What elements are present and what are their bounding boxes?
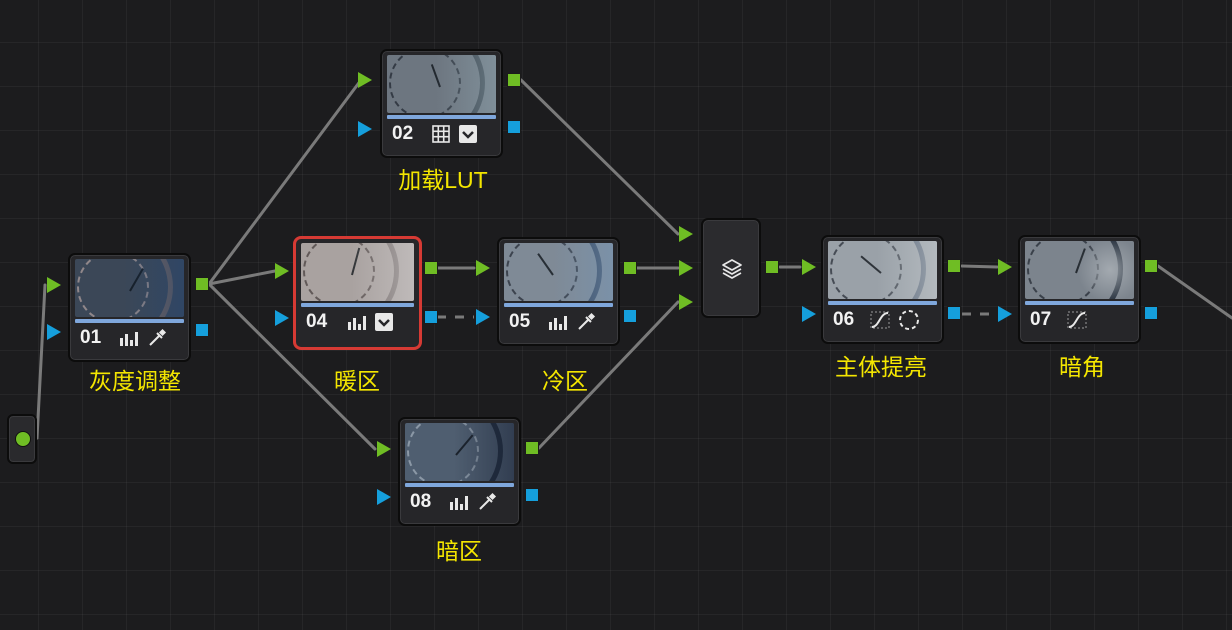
node-06-bar — [828, 301, 937, 305]
wire-02-mixer — [519, 78, 680, 236]
wire-01-02 — [207, 78, 363, 286]
mixer-output[interactable] — [765, 260, 779, 274]
node-02-output-rgb[interactable] — [507, 73, 521, 87]
node-05-thumbnail — [504, 243, 613, 301]
node-01-bar — [75, 319, 184, 323]
node-08-label: 暗区 — [436, 538, 482, 564]
node-06-label: 主体提亮 — [835, 354, 927, 380]
checkbox-icon — [457, 123, 479, 145]
node-07-output-rgb[interactable] — [1144, 259, 1158, 273]
node-05-bar — [504, 303, 613, 307]
wire-06-07 — [960, 264, 999, 269]
eyedropper-icon — [146, 327, 168, 349]
mixer-input-1[interactable] — [679, 226, 693, 242]
node-01[interactable]: 01 — [68, 253, 191, 362]
node-07-bar — [1025, 301, 1134, 305]
node-07-label: 暗角 — [1059, 354, 1105, 380]
checkbox-icon — [373, 311, 395, 333]
node-01-input-rgb[interactable] — [47, 277, 61, 293]
node-08-input-key[interactable] — [377, 489, 391, 505]
node-05-output-key[interactable] — [623, 309, 637, 323]
wire-source-01 — [35, 283, 47, 440]
curve-icon — [1066, 309, 1088, 331]
node-06-output-rgb[interactable] — [947, 259, 961, 273]
mixer-input-2[interactable] — [679, 260, 693, 276]
layer-mixer-icon — [720, 257, 744, 281]
node-06-input-key[interactable] — [802, 306, 816, 322]
wire-01-04 — [207, 269, 277, 286]
node-01-input-key[interactable] — [47, 324, 61, 340]
node-07-number: 07 — [1030, 309, 1052, 330]
node-05-input-key[interactable] — [476, 309, 490, 325]
lut-grid-icon — [430, 123, 452, 145]
node-07-thumbnail — [1025, 241, 1134, 299]
histogram-icon — [346, 311, 368, 333]
node-04-label: 暖区 — [334, 368, 380, 394]
node-08[interactable]: 08 — [398, 417, 521, 526]
node-04-output-key[interactable] — [424, 310, 438, 324]
eyedropper-icon — [575, 311, 597, 333]
node-08-thumbnail — [405, 423, 514, 481]
node-01-output-rgb[interactable] — [195, 277, 209, 291]
node-04-input-key[interactable] — [275, 310, 289, 326]
node-01-output-key[interactable] — [195, 323, 209, 337]
node-04[interactable]: 04 — [294, 237, 421, 349]
node-01-number: 01 — [80, 327, 102, 348]
node-07-output-key[interactable] — [1144, 306, 1158, 320]
node-06-thumbnail — [828, 241, 937, 299]
node-02-input-key[interactable] — [358, 121, 372, 137]
node-01-thumbnail — [75, 259, 184, 317]
node-08-output-rgb[interactable] — [525, 441, 539, 455]
wire-07-out — [1156, 264, 1232, 320]
node-04-thumbnail — [301, 243, 414, 301]
node-02[interactable]: 02 — [380, 49, 503, 158]
node-02-number: 02 — [392, 123, 414, 144]
node-04-input-rgb[interactable] — [275, 263, 289, 279]
node-04-bar — [301, 303, 414, 307]
circle-window-icon — [898, 309, 920, 331]
node-07-input-key[interactable] — [998, 306, 1012, 322]
node-05[interactable]: 05 — [497, 237, 620, 346]
node-06[interactable]: 06 — [821, 235, 944, 344]
node-08-number: 08 — [410, 491, 432, 512]
node-01-label: 灰度调整 — [89, 368, 181, 394]
histogram-icon — [448, 491, 470, 513]
node-04-output-rgb[interactable] — [424, 261, 438, 275]
node-06-output-key[interactable] — [947, 306, 961, 320]
node-08-bar — [405, 483, 514, 487]
node-08-input-rgb[interactable] — [377, 441, 391, 457]
wire-01-08 — [207, 282, 377, 451]
node-05-output-rgb[interactable] — [623, 261, 637, 275]
histogram-icon — [118, 327, 140, 349]
eyedropper-icon — [476, 491, 498, 513]
wire-08-mixer — [537, 300, 680, 450]
node-02-output-key[interactable] — [507, 120, 521, 134]
node-02-label: 加载LUT — [398, 167, 488, 193]
node-05-number: 05 — [509, 311, 531, 332]
mixer-input-3[interactable] — [679, 294, 693, 310]
node-05-input-rgb[interactable] — [476, 260, 490, 276]
node-07[interactable]: 07 — [1018, 235, 1141, 344]
histogram-icon — [547, 311, 569, 333]
node-02-thumbnail — [387, 55, 496, 113]
layer-mixer-node[interactable] — [701, 218, 761, 318]
node-06-input-rgb[interactable] — [802, 259, 816, 275]
source-dot-icon[interactable] — [15, 431, 31, 447]
node-07-input-rgb[interactable] — [998, 259, 1012, 275]
node-02-bar — [387, 115, 496, 119]
source-node[interactable] — [7, 414, 37, 464]
node-05-label: 冷区 — [542, 368, 588, 394]
node-02-input-rgb[interactable] — [358, 72, 372, 88]
node-08-output-key[interactable] — [525, 488, 539, 502]
node-06-number: 06 — [833, 309, 855, 330]
curve-icon — [869, 309, 891, 331]
node-04-number: 04 — [306, 311, 328, 332]
